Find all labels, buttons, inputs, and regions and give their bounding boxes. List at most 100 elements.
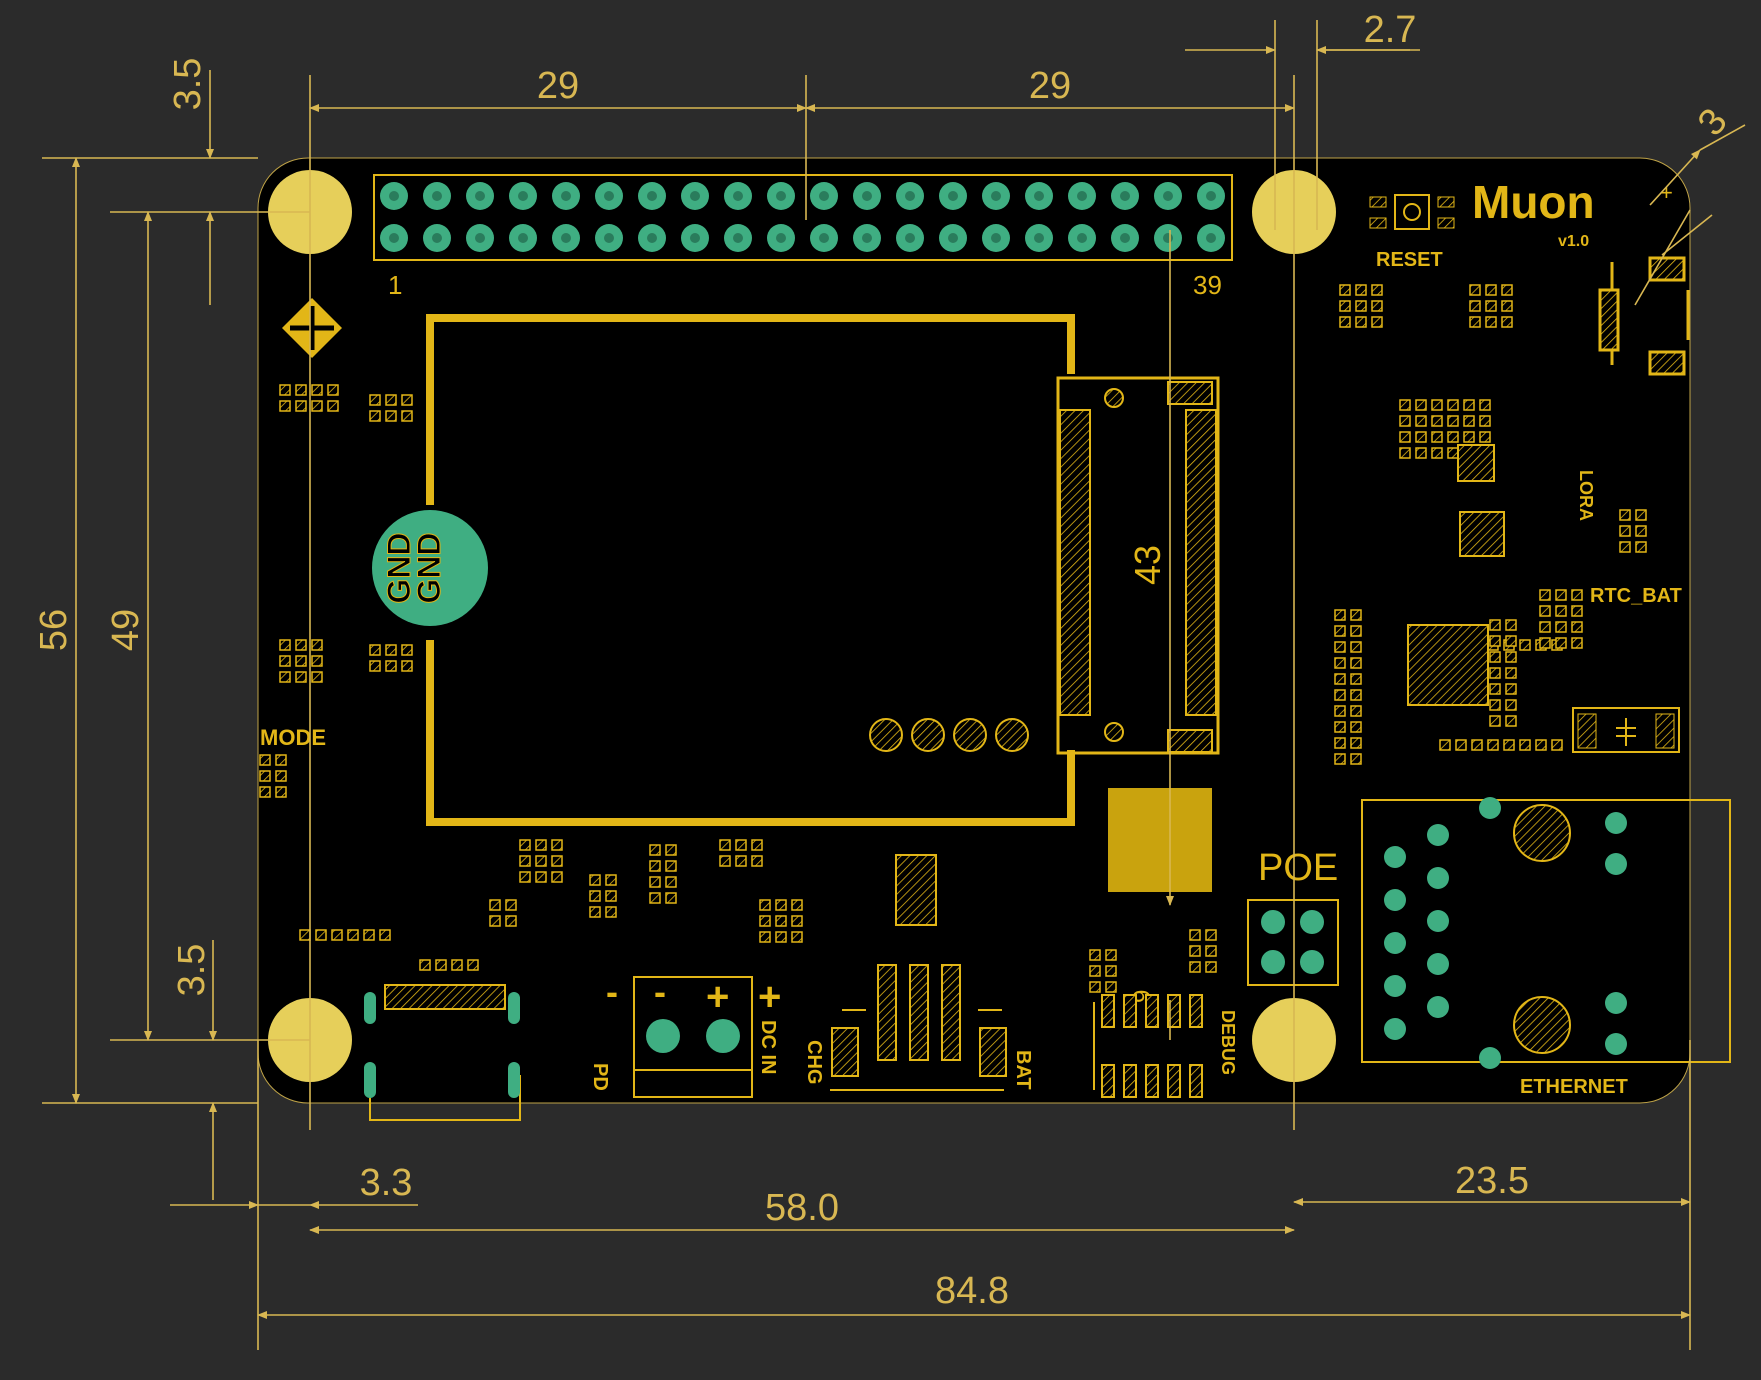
- smd-pad: [1447, 447, 1459, 459]
- m2-pin-count-label: 43: [1127, 545, 1168, 585]
- smd-pad: [665, 892, 677, 904]
- gpio-header: 1 39: [373, 174, 1233, 300]
- smd-pad: [605, 874, 617, 886]
- qwiic-label: QWIIC: [1569, 290, 1585, 332]
- smd-pad: [1334, 625, 1346, 637]
- ethernet-pin-pad: [1384, 846, 1406, 868]
- compute-module-outline: [426, 314, 1075, 826]
- smd-pad: [1399, 431, 1411, 443]
- dimension-lines: [42, 20, 1746, 1350]
- smd-pad: [1089, 949, 1101, 961]
- smd-pad: [311, 400, 323, 412]
- smd-pad: [1431, 431, 1443, 443]
- smd-pad: [1555, 589, 1567, 601]
- smd-pad: [1447, 399, 1459, 411]
- smd-pad: [259, 754, 271, 766]
- smd-pad: [719, 839, 731, 851]
- smd-pad: [369, 660, 381, 672]
- smd-pad: [1463, 431, 1475, 443]
- smd-pad: [1447, 415, 1459, 427]
- dimension-labels: 29 29 2.7 3 3.5 56 49 3.5 3.3 58.0 23.5 …: [33, 9, 1736, 1312]
- smd-pad: [1334, 609, 1346, 621]
- smd-pad: [347, 929, 359, 941]
- smd-pad: [665, 860, 677, 872]
- smd-pad: [385, 644, 397, 656]
- dc-in-label: DC IN: [757, 1020, 779, 1074]
- smd-pad: [1635, 509, 1647, 521]
- smd-pad: [791, 899, 803, 911]
- smd-pad: [1189, 945, 1201, 957]
- smd-pad: [279, 384, 291, 396]
- smd-pad: [1489, 651, 1501, 663]
- smd-pad: [385, 394, 397, 406]
- ethernet-pads: [1384, 797, 1627, 1069]
- smd-pad: [589, 890, 601, 902]
- ethernet-pin-pad: [1384, 975, 1406, 997]
- ethernet-pin-pad: [1427, 953, 1449, 975]
- ethernet-pin-pad: [1605, 812, 1627, 834]
- smd-pad: [279, 400, 291, 412]
- smd-pad: [519, 871, 531, 883]
- smd-pad: [1189, 961, 1201, 973]
- m2-connector: [1056, 376, 1220, 755]
- smd-pad: [1350, 689, 1362, 701]
- smd-pad: [1501, 284, 1513, 296]
- smd-pad: [535, 855, 547, 867]
- smd-pad: [519, 839, 531, 851]
- smd-pad: [649, 844, 661, 856]
- board-name: Muon: [1472, 176, 1595, 228]
- smd-pad: [315, 929, 327, 941]
- smd-pad: [1571, 637, 1583, 649]
- smd-pad: [1371, 316, 1383, 328]
- smd-pad: [295, 655, 307, 667]
- smd-pad: [775, 899, 787, 911]
- smd-pad: [1555, 605, 1567, 617]
- smd-pad: [311, 639, 323, 651]
- smd-pad: [535, 839, 547, 851]
- smd-pad: [369, 394, 381, 406]
- smd-pad: [1350, 721, 1362, 733]
- smd-pad: [259, 786, 271, 798]
- smd-pad: [1339, 284, 1351, 296]
- ethernet-pin-pad: [1605, 853, 1627, 875]
- smd-pad: [279, 671, 291, 683]
- smd-pad: [759, 915, 771, 927]
- smd-pad: [311, 655, 323, 667]
- ethernet-pin-pad: [1384, 889, 1406, 911]
- mode-label: MODE: [260, 725, 326, 750]
- usb-c-port: [364, 984, 521, 1121]
- compute-module: 43: [426, 314, 1220, 826]
- smd-pad: [1205, 929, 1217, 941]
- smd-pad: [279, 639, 291, 651]
- smd-pad: [1635, 525, 1647, 537]
- smd-pad: [1350, 609, 1362, 621]
- ic-package: [1457, 444, 1495, 482]
- thermal-pad: [1108, 788, 1212, 892]
- smd-pad: [1334, 737, 1346, 749]
- ethernet-jack: [1361, 797, 1731, 1069]
- smd-pad: [1485, 284, 1497, 296]
- pcb-board: [257, 157, 1691, 1104]
- smd-pad: [363, 929, 375, 941]
- smd-pad: [1350, 625, 1362, 637]
- smd-pad: [1355, 316, 1367, 328]
- smd-pad: [385, 410, 397, 422]
- smd-pad: [379, 929, 391, 941]
- ethernet-pin-pad: [1605, 1033, 1627, 1055]
- smd-pad: [295, 384, 307, 396]
- smd-pad: [1469, 300, 1481, 312]
- smd-pad: [605, 890, 617, 902]
- svg-text:GND: GND: [411, 532, 447, 603]
- fiducial-diamond: [282, 298, 342, 358]
- smd-pad: [1105, 981, 1117, 993]
- smd-pad: [467, 959, 479, 971]
- smd-pad: [1350, 657, 1362, 669]
- smd-pad: [1339, 300, 1351, 312]
- smd-pad: [1205, 945, 1217, 957]
- dim-header-right: 29: [1029, 65, 1071, 107]
- smd-pad: [751, 839, 763, 851]
- ic-package: [1459, 511, 1505, 557]
- smd-pad: [1189, 929, 1201, 941]
- smd-pad: [299, 929, 311, 941]
